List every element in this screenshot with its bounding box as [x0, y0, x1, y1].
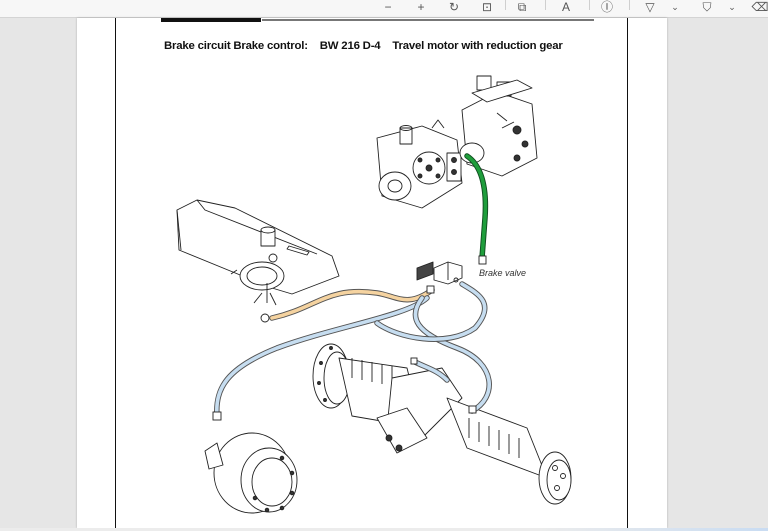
- header-logo: [161, 18, 261, 22]
- pump-assembly: [376, 119, 463, 209]
- toolbar-divider: [545, 0, 546, 10]
- pdf-toolbar: − + ↻ ⊡ ⧉ A Ⓘ ▽ ⌄ ⛉ ⌄ ⌫: [0, 0, 768, 18]
- toolbar-divider: [629, 0, 630, 10]
- highlight-button[interactable]: ⛉: [699, 0, 715, 14]
- document-viewport[interactable]: Brake circuit Brake control: BW 216 D-4 …: [0, 18, 768, 528]
- orange-hose: [270, 288, 434, 320]
- taskbar-edge: [0, 528, 768, 531]
- title-model: BW 216 D-4: [319, 40, 381, 52]
- zoom-in-button[interactable]: +: [413, 0, 429, 14]
- travel-pump-assembly: [459, 75, 538, 177]
- draw-options-chevron[interactable]: ⌄: [670, 0, 680, 12]
- blue-hose-axle-short: [413, 360, 449, 382]
- brake-valve: [416, 261, 463, 285]
- chevron-down-icon: ⌄: [728, 2, 736, 12]
- minus-icon: −: [384, 0, 392, 14]
- fit-page-icon: ⊡: [481, 0, 493, 14]
- highlighter-icon: ⛉: [702, 0, 712, 14]
- page-border-left: [115, 18, 116, 528]
- green-hose: [465, 154, 488, 260]
- toolbar-divider: [505, 0, 506, 10]
- brake-valve-label: Brake valve: [479, 268, 527, 278]
- rotate-icon: ↻: [448, 0, 460, 14]
- chevron-down-icon: ⌄: [671, 2, 679, 12]
- toolbar-divider: [589, 0, 590, 10]
- read-aloud-button[interactable]: A: [558, 0, 574, 14]
- hose-lines: [214, 153, 492, 419]
- read-aloud-icon: A: [561, 0, 570, 14]
- diagram-title: Brake circuit Brake control: BW 216 D-4 …: [164, 40, 572, 52]
- blue-hose-return: [375, 282, 487, 341]
- text-box-button[interactable]: Ⓘ: [599, 0, 615, 14]
- blue-hose-left: [215, 296, 429, 418]
- eraser-icon: ⌫: [751, 0, 768, 14]
- travel-motor-reduction-gear: [204, 432, 298, 514]
- page-view-icon: ⧉: [517, 0, 527, 14]
- page-border-right: [627, 18, 628, 528]
- blue-hose-axle: [413, 296, 491, 413]
- fit-page-button[interactable]: ⊡: [479, 0, 495, 14]
- rotate-button[interactable]: ↻: [446, 0, 462, 14]
- hydraulic-tank: [176, 199, 340, 323]
- pdf-page: Brake circuit Brake control: BW 216 D-4 …: [77, 18, 667, 528]
- zoom-out-button[interactable]: −: [380, 0, 396, 14]
- title-circuit: Brake circuit Brake control:: [164, 40, 308, 52]
- drive-axle: [312, 343, 572, 505]
- header-rule: [262, 19, 594, 21]
- plus-icon: +: [417, 0, 425, 14]
- pen-icon: ▽: [645, 0, 655, 14]
- highlight-options-chevron[interactable]: ⌄: [727, 0, 737, 12]
- title-component: Travel motor with reduction gear: [392, 40, 563, 52]
- page-view-button[interactable]: ⧉: [514, 0, 530, 14]
- text-box-icon: Ⓘ: [600, 0, 613, 14]
- hose-fittings: [212, 255, 487, 421]
- erase-button[interactable]: ⌫: [751, 0, 768, 14]
- draw-button[interactable]: ▽: [642, 0, 658, 14]
- brake-circuit-diagram: [176, 75, 572, 514]
